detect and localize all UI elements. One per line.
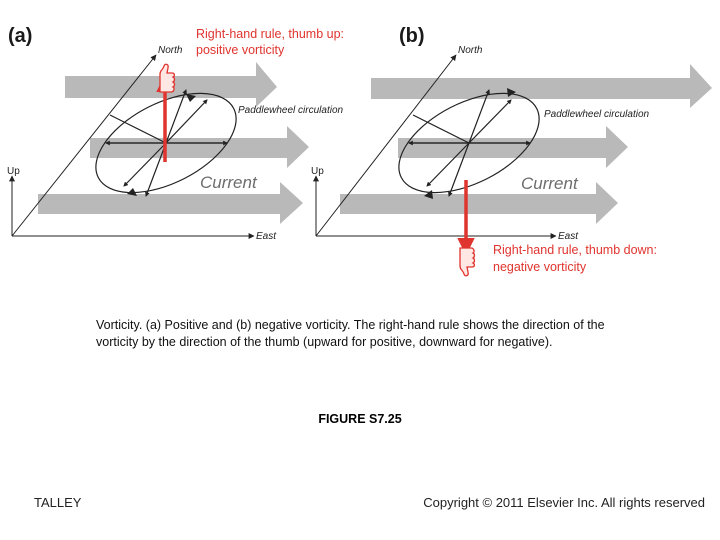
right-hand-rule-line2: positive vorticity bbox=[196, 43, 285, 57]
north-axis-label: North bbox=[158, 45, 183, 56]
paddlewheel-label: Paddlewheel circulation bbox=[238, 105, 344, 116]
paddlewheel-ellipse bbox=[95, 92, 237, 194]
paddlewheel-ellipse bbox=[398, 92, 540, 194]
circulation-arrowhead-1 bbox=[186, 94, 196, 102]
figure-caption: Vorticity. (a) Positive and (b) negative… bbox=[96, 318, 605, 349]
right-hand-rule-line1: Right-hand rule, thumb down: bbox=[493, 243, 657, 257]
north-axis bbox=[11, 54, 157, 237]
current-arrow-bottom bbox=[38, 182, 303, 224]
copyright-notice: Copyright © 2011 Elsevier Inc. All right… bbox=[423, 495, 705, 510]
east-axis-label: East bbox=[256, 231, 277, 242]
right-hand-rule-line1: Right-hand rule, thumb up: bbox=[196, 27, 344, 41]
current-label: Current bbox=[200, 173, 258, 192]
current-label: Current bbox=[521, 174, 579, 193]
panel-b: (b) Current Up East North Paddlewheel bbox=[311, 25, 712, 277]
author-label: TALLEY bbox=[34, 495, 82, 510]
east-axis-label: East bbox=[558, 231, 579, 242]
panel-b-label: (b) bbox=[399, 25, 425, 47]
paddle-spokes bbox=[408, 89, 531, 197]
paddlewheel-label: Paddlewheel circulation bbox=[544, 109, 650, 120]
circulation-arrowhead-2 bbox=[127, 188, 137, 196]
current-arrow-top bbox=[371, 64, 712, 108]
north-axis-label: North bbox=[458, 45, 483, 56]
up-axis-label: Up bbox=[311, 166, 324, 177]
circulation-arrowhead-2 bbox=[424, 190, 433, 199]
panel-a: (a) Current Up East North bbox=[7, 25, 344, 242]
up-axis-label: Up bbox=[7, 166, 20, 177]
figure-id: FIGURE S7.25 bbox=[318, 412, 402, 426]
current-arrow-bottom bbox=[340, 182, 618, 224]
thumb-up-icon bbox=[159, 63, 176, 93]
thumb-down-icon bbox=[459, 247, 476, 277]
vorticity-figure: (a) Current Up East North bbox=[7, 25, 712, 277]
current-arrow-middle bbox=[90, 126, 309, 168]
right-hand-rule-line2: negative vorticity bbox=[493, 260, 587, 274]
panel-a-label: (a) bbox=[8, 25, 32, 47]
north-axis bbox=[315, 54, 457, 237]
circulation-arrowhead-1 bbox=[507, 88, 516, 97]
